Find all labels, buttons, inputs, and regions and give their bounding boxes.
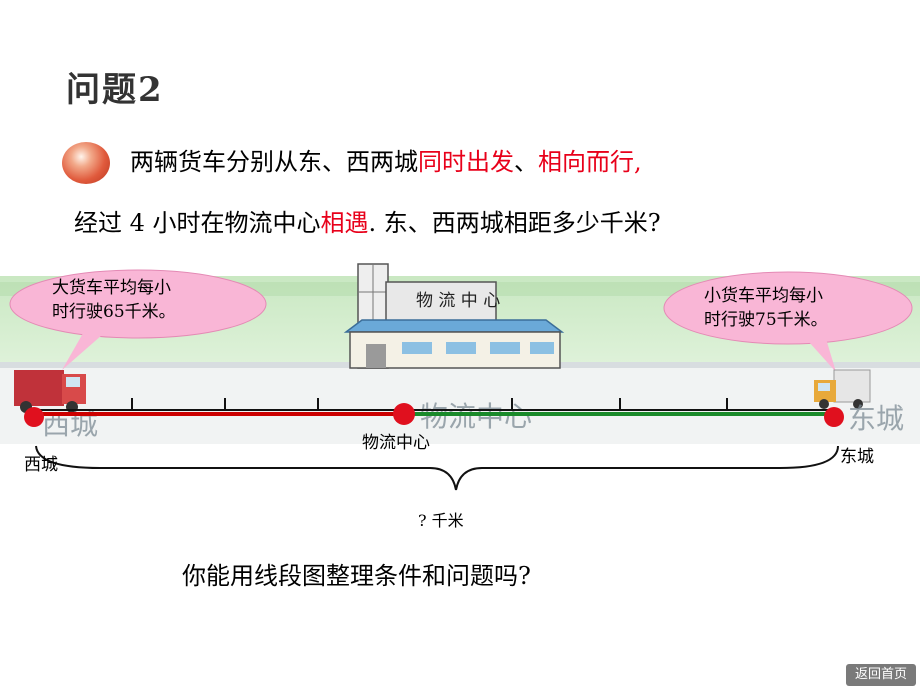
big-truck-icon: [14, 370, 86, 413]
speech-bubble-right: [663, 271, 913, 372]
road-label-center: 物流中心: [420, 400, 532, 433]
label-logistics-center: 物流中心: [362, 433, 430, 453]
label-west-city: 西城: [24, 455, 58, 475]
label-east-city: 东城: [840, 447, 874, 467]
problem-line-2: 经过 4 小时在物流中心相遇. 东、西两城相距多少千米?: [74, 203, 661, 238]
road-label-east: 东城: [848, 402, 904, 435]
bubble-right-line2: 时行驶75千米。: [704, 310, 828, 330]
bubble-right-line1: 小货车平均每小: [704, 286, 823, 306]
page-title: 问题2: [66, 70, 164, 110]
label-total-distance: ? 千米: [418, 511, 464, 530]
highlight-opposite-direction: 相向而行,: [538, 148, 642, 176]
home-button[interactable]: 返回首页: [846, 664, 916, 686]
building-sign: 物 流 中 心: [416, 291, 500, 311]
point-west: [24, 407, 44, 427]
problem-text: 经过 4 小时在物流中心: [74, 209, 321, 237]
small-truck-icon: [814, 369, 871, 409]
segment-east-green: [404, 412, 834, 416]
bubble-right-text: 小货车平均每小 时行驶75千米。: [704, 284, 869, 332]
segment-west-red: [34, 412, 404, 416]
bullet-ball-icon: [62, 142, 110, 184]
bubble-left-line1: 大货车平均每小: [52, 278, 171, 298]
speech-bubble-left: [9, 269, 267, 370]
problem-text: 两辆货车分别从东、西两城: [130, 148, 418, 176]
road: [0, 366, 920, 444]
tick-marks: [131, 398, 728, 410]
point-east: [824, 407, 844, 427]
scene-illustration: 物 流 中 心 西城 物流中心 东城: [0, 263, 920, 444]
problem-text: . 东、西两城相距多少千米?: [368, 209, 661, 237]
highlight-meet: 相遇: [320, 209, 369, 237]
logistics-building-icon: [343, 263, 565, 369]
bubble-left-line2: 时行驶65千米。: [52, 302, 176, 322]
total-distance-brace: [35, 445, 839, 491]
highlight-same-time: 同时出发: [418, 148, 514, 176]
problem-line-1: 两辆货车分别从东、西两城同时出发、相向而行,: [130, 142, 642, 177]
bubble-left-text: 大货车平均每小 时行驶65千米。: [52, 276, 222, 324]
follow-up-question: 你能用线段图整理条件和问题吗?: [182, 562, 531, 590]
point-center: [393, 403, 415, 425]
problem-text: 、: [514, 148, 538, 176]
